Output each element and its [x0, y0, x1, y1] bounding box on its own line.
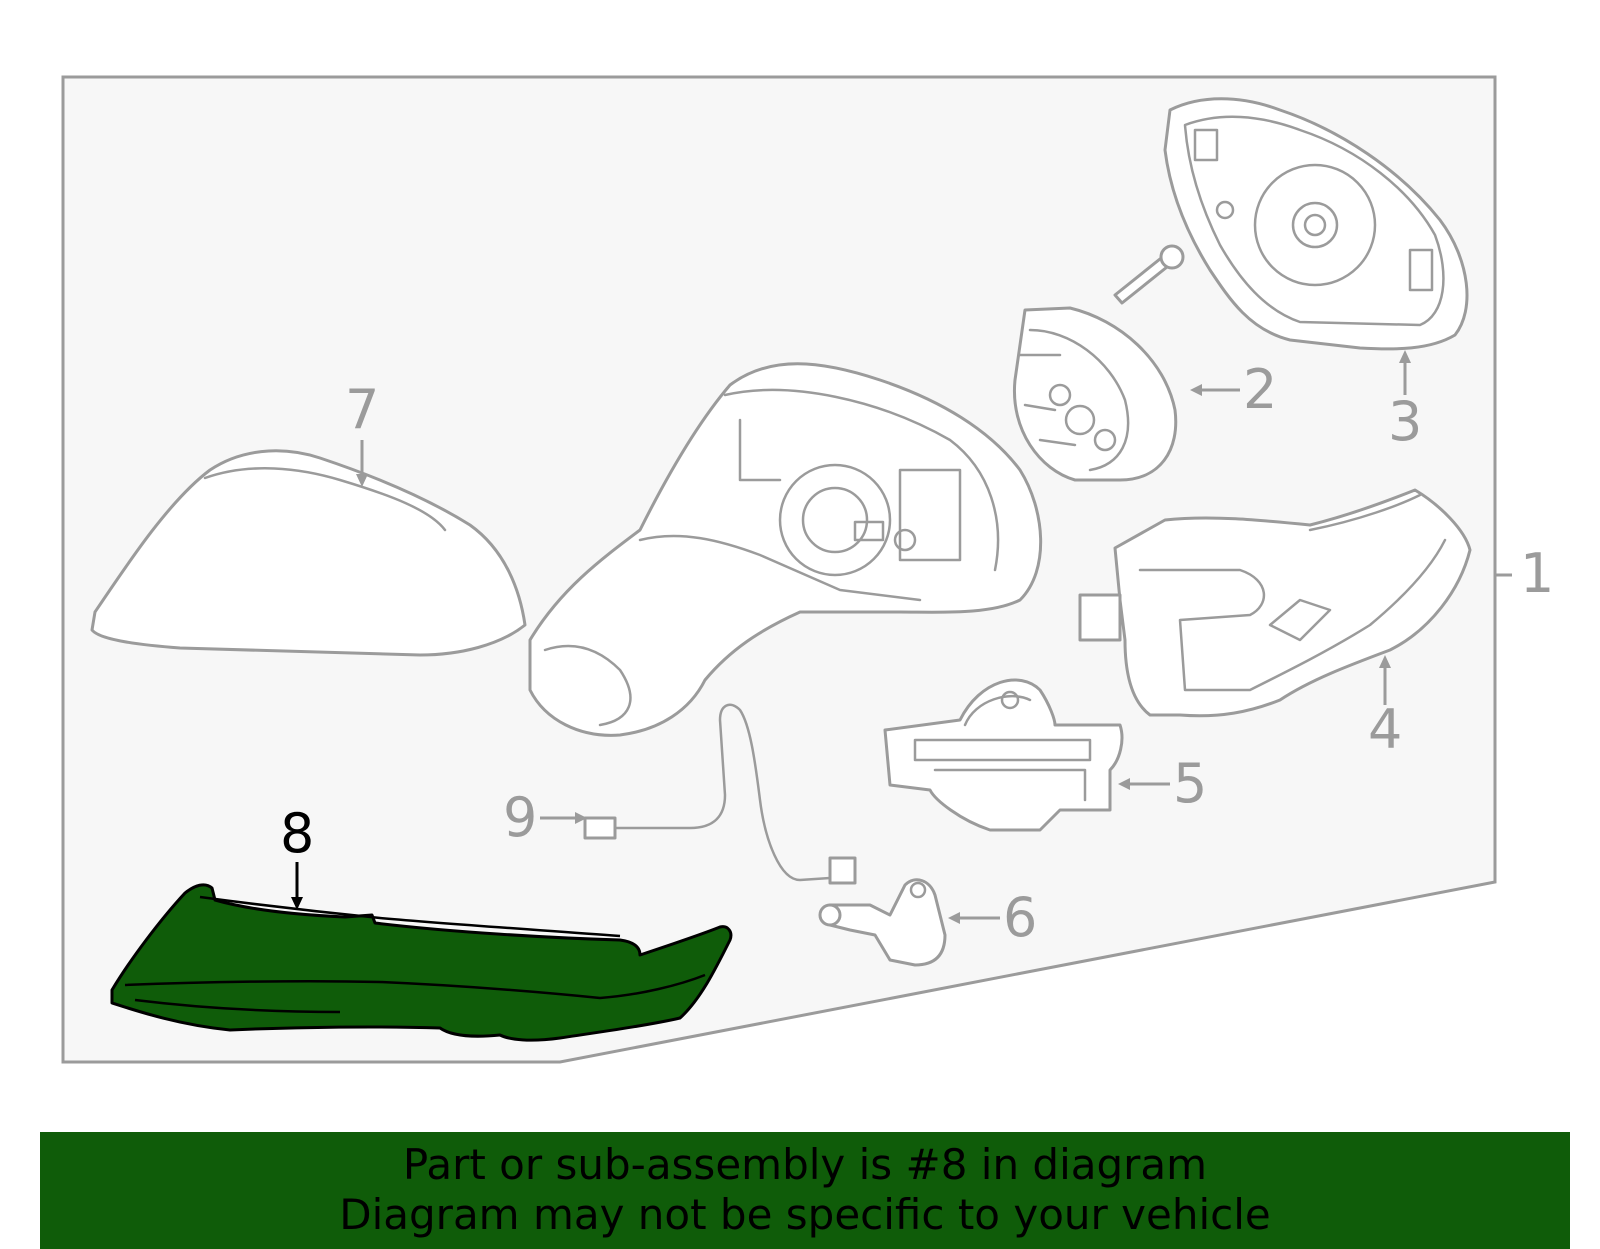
part-5-bracket[interactable] [883, 678, 1124, 832]
part-8-lower-cover[interactable] [110, 883, 733, 1042]
callout-8: 8 [280, 802, 314, 865]
callout-6: 6 [1003, 886, 1037, 949]
info-banner: Part or sub-assembly is #8 in diagram Di… [40, 1132, 1570, 1249]
leader-lines [291, 350, 1512, 924]
screw [1113, 244, 1185, 305]
callout-9: 9 [503, 786, 537, 849]
part-9-harness[interactable] [583, 703, 857, 885]
part-4-turn-signal[interactable] [1078, 488, 1472, 718]
callout-2: 2 [1243, 358, 1277, 421]
banner-line-2: Diagram may not be specific to your vehi… [339, 1190, 1271, 1239]
callout-5: 5 [1173, 752, 1207, 815]
part-6-sensor[interactable] [818, 878, 947, 967]
part-7-mirror-cap[interactable] [90, 449, 527, 657]
banner-line-1: Part or sub-assembly is #8 in diagram [402, 1140, 1208, 1189]
callout-4: 4 [1368, 698, 1402, 761]
callout-3: 3 [1388, 390, 1422, 453]
part-3-mirror-glass[interactable] [1163, 97, 1469, 351]
callout-1: 1 [1520, 542, 1554, 605]
part-2-actuator[interactable] [1012, 306, 1178, 482]
part-housing-body[interactable] [528, 362, 1043, 737]
callout-7: 7 [345, 378, 379, 441]
